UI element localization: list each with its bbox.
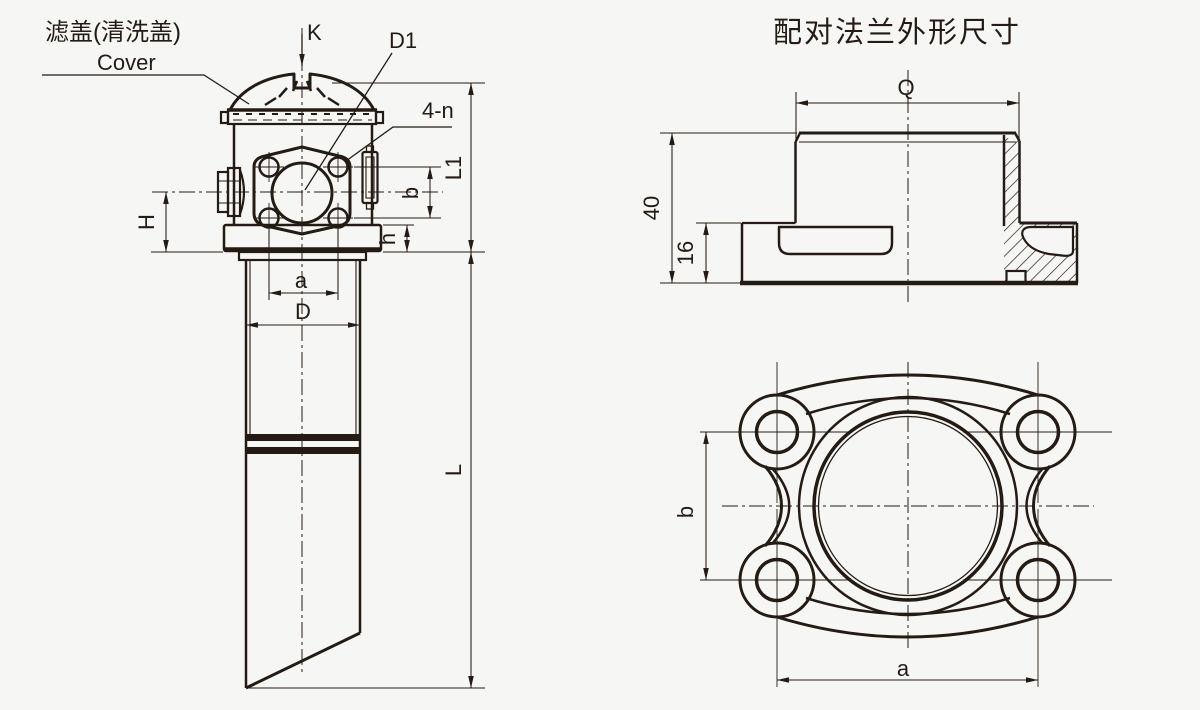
boss-ring — [797, 395, 1019, 617]
leader-lines — [42, 52, 452, 191]
clamp-pocket — [1021, 225, 1075, 257]
section-hatch — [1004, 137, 1077, 283]
dim-H: H — [134, 214, 159, 230]
dim-b-flange: b — [673, 506, 698, 518]
dim-a-flange: a — [897, 656, 910, 681]
dim-L1: L1 — [441, 156, 466, 180]
tube-clamp-band-upper — [245, 434, 361, 441]
bolt-pattern-label: 4-n — [422, 98, 454, 123]
bypass-indicator — [361, 145, 379, 210]
tube-bottom-bevel — [245, 631, 361, 690]
cover-ring-tab-left — [219, 110, 230, 125]
dimension-lines-top-view — [703, 432, 1038, 683]
dim-a-left: a — [295, 268, 308, 293]
flange-bolt-holes — [754, 409, 1061, 603]
dimension-lines-left-view — [163, 83, 474, 688]
cover-dome — [228, 72, 376, 111]
port-bore — [270, 161, 334, 225]
flange-side-outline — [740, 131, 1079, 286]
tube-clamp-band-lower — [245, 447, 361, 454]
bore-inner-edge — [817, 415, 999, 597]
d1-label: D1 — [389, 28, 417, 53]
dim-16: 16 — [673, 241, 698, 265]
dim-D: D — [295, 299, 311, 324]
extension-lines-left-view — [151, 82, 485, 689]
dimension-lines-side-view — [669, 100, 1019, 283]
cover-label-zh: 滤盖(清洗盖) — [45, 19, 181, 46]
filter-head-body — [232, 124, 374, 225]
dim-40: 40 — [639, 196, 664, 220]
port-bolt-holes — [254, 152, 353, 233]
cover-ring-tab-right — [374, 110, 385, 125]
drain-plug — [216, 166, 246, 218]
dim-b-left: b — [398, 187, 423, 199]
flange-top-view: b a — [673, 362, 1112, 687]
dim-Q: Q — [897, 75, 914, 100]
cover-vent-dashes — [264, 80, 340, 107]
bore-edge — [812, 410, 1004, 602]
cover-label-en: Cover — [97, 50, 156, 75]
face-slot — [777, 225, 894, 256]
dim-L: L — [441, 464, 466, 476]
filter-front-view: 滤盖(清洗盖) Cover K D1 4-n H b h L1 L a D — [42, 19, 485, 690]
port-flange-outline — [252, 145, 352, 236]
flange-side-view: 配对法兰外形尺寸 — [639, 16, 1079, 302]
k-label: K — [307, 20, 322, 45]
flange-title: 配对法兰外形尺寸 — [773, 16, 1021, 49]
dim-h: h — [375, 233, 400, 245]
housing-tube — [244, 260, 362, 690]
mounting-gasket — [237, 250, 368, 262]
flange-outer-contour — [738, 373, 1077, 639]
